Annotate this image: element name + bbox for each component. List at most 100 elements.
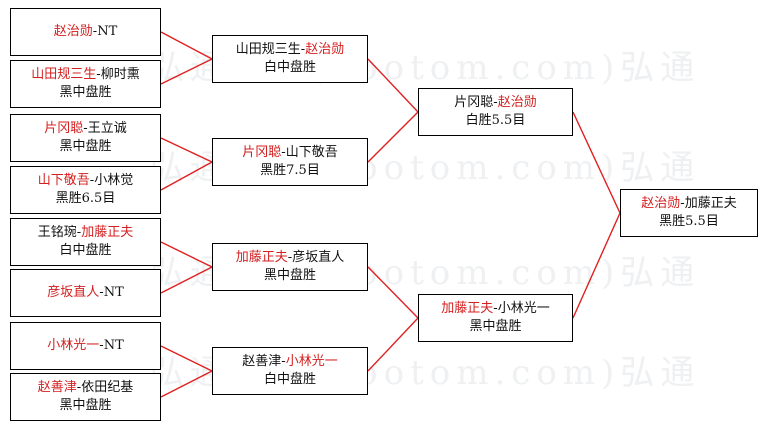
match-box-r1-8: 赵善津-依田纪基 黑中盘胜 [10, 373, 161, 421]
player-b: 小林光一 [285, 354, 338, 369]
separator: - [493, 95, 498, 110]
connector-line-8 [160, 370, 213, 398]
player-a: 小林光一 [47, 338, 100, 353]
separator: - [99, 285, 104, 300]
match-box-r3-2: 加藤正夫-小林光一 黑中盘胜 [418, 294, 573, 342]
match-result: 黑胜7.5目 [260, 163, 320, 178]
separator: - [76, 380, 82, 395]
match-result: 白中盘胜 [263, 60, 316, 75]
match-box-final: 赵治勋-加藤正夫 黑胜5.5目 [620, 189, 758, 237]
match-box-r1-3: 片冈聪-王立诚 黑中盘胜 [10, 114, 161, 162]
player-a: 赵善津 [37, 380, 77, 395]
match-result: 白胜5.5目 [465, 113, 526, 128]
player-b: 加藤正夫 [81, 225, 134, 240]
separator: - [300, 42, 306, 57]
match-result: 黑胜6.5目 [55, 191, 116, 206]
match-players: 王铭琬-加藤正夫 [38, 224, 133, 242]
connector-line-14 [572, 212, 621, 319]
match-result: 黑中盘胜 [263, 268, 316, 283]
player-a: 王铭琬 [37, 225, 77, 240]
player-b: 王立诚 [87, 121, 127, 136]
match-players: 小林光一-NT [47, 337, 123, 355]
player-a: 片冈聪 [242, 145, 282, 160]
match-box-r2-3: 加藤正夫-彦坂直人 黑中盘胜 [212, 243, 368, 291]
connector-line-11 [367, 266, 419, 319]
separator: - [287, 250, 293, 265]
connector-line-12 [367, 317, 419, 372]
match-result: 黑胜5.5目 [659, 214, 719, 229]
player-a: 彦坂直人 [47, 285, 100, 300]
match-box-r1-5: 王铭琬-加藤正夫 白中盘胜 [10, 218, 161, 266]
match-players: 赵善津-依田纪基 [38, 379, 133, 397]
match-players: 片冈聪-山下敬吾 [242, 144, 337, 162]
match-box-r3-1: 片冈聪-赵治勋 白胜5.5目 [418, 88, 573, 136]
connector-line-6 [160, 266, 213, 294]
match-players: 赵治勋-NT [54, 23, 117, 41]
connector-line-3 [160, 137, 213, 163]
separator: - [83, 121, 88, 136]
match-box-r1-6: 彦坂直人-NT [10, 269, 161, 317]
connector-line-9 [367, 58, 419, 113]
player-b: 彦坂直人 [292, 250, 345, 265]
match-box-r2-1: 山田规三生-赵治勋 白中盘胜 [212, 35, 368, 83]
match-players: 山下敬吾-小林觉 [38, 172, 133, 190]
match-players: 加藤正夫-彦坂直人 [236, 249, 344, 267]
match-players: 赵治勋-加藤正夫 [641, 195, 736, 213]
player-b: 柳时熏 [100, 67, 140, 82]
player-b: NT [103, 285, 124, 300]
match-players: 加藤正夫-小林光一 [441, 300, 549, 318]
player-b: 小林光一 [497, 301, 550, 316]
connector-line-7 [160, 345, 213, 372]
separator: - [281, 145, 286, 160]
player-b: 加藤正夫 [684, 196, 737, 211]
player-a: 片冈聪 [454, 95, 494, 110]
player-a: 加藤正夫 [441, 301, 494, 316]
separator: - [76, 225, 82, 240]
match-result: 黑中盘胜 [59, 85, 112, 100]
player-b: 赵治勋 [497, 95, 537, 110]
match-result: 黑中盘胜 [59, 139, 112, 154]
player-a: 片冈聪 [44, 121, 84, 136]
player-b: 依田纪基 [81, 380, 134, 395]
match-players: 山田规三生-赵治勋 [236, 41, 344, 59]
separator: - [493, 301, 498, 316]
player-b: 赵治勋 [305, 42, 345, 57]
player-b: NT [97, 24, 118, 39]
connector-line-5 [160, 241, 213, 268]
match-box-r1-1: 赵治勋-NT [10, 8, 161, 56]
match-box-r1-2: 山田规三生-柳时熏 黑中盘胜 [10, 60, 161, 108]
match-result: 黑中盘胜 [59, 398, 112, 413]
player-a: 加藤正夫 [235, 250, 288, 265]
player-a: 山田规三生 [31, 67, 97, 82]
separator: - [92, 24, 98, 39]
match-result: 白中盘胜 [263, 372, 316, 387]
match-result: 白中盘胜 [59, 243, 112, 258]
match-box-r2-2: 片冈聪-山下敬吾 黑胜7.5目 [212, 138, 368, 186]
connector-line-10 [367, 111, 419, 163]
match-players: 赵善津-小林光一 [242, 353, 337, 371]
player-a: 赵治勋 [641, 196, 681, 211]
player-b: 山下敬吾 [285, 145, 338, 160]
connector-line-1 [160, 31, 213, 60]
player-a: 赵治勋 [53, 24, 93, 39]
player-a: 赵善津 [242, 354, 282, 369]
player-a: 山下敬吾 [37, 173, 90, 188]
match-players: 片冈聪-赵治勋 [454, 94, 536, 112]
connector-line-13 [572, 111, 621, 214]
connector-line-4 [160, 161, 213, 191]
player-b: NT [103, 338, 124, 353]
player-a: 山田规三生 [235, 42, 301, 57]
separator: - [99, 338, 104, 353]
match-players: 彦坂直人-NT [47, 284, 123, 302]
match-box-r1-7: 小林光一-NT [10, 322, 161, 370]
player-b: 小林觉 [94, 173, 134, 188]
connector-line-2 [160, 58, 213, 85]
separator: - [96, 67, 101, 82]
separator: - [89, 173, 95, 188]
match-box-r2-4: 赵善津-小林光一 白中盘胜 [212, 347, 368, 395]
match-result: 黑中盘胜 [469, 319, 522, 334]
match-box-r1-4: 山下敬吾-小林觉 黑胜6.5目 [10, 166, 161, 214]
separator: - [680, 196, 685, 211]
